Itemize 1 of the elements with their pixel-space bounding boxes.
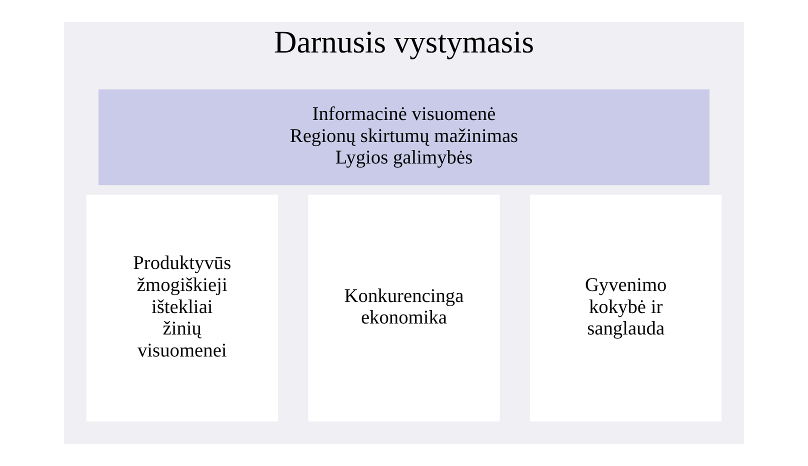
node-box: Informacinė visuomenė Regionų skirtumų mažinimas Lygios galimybės <box>98 89 710 186</box>
